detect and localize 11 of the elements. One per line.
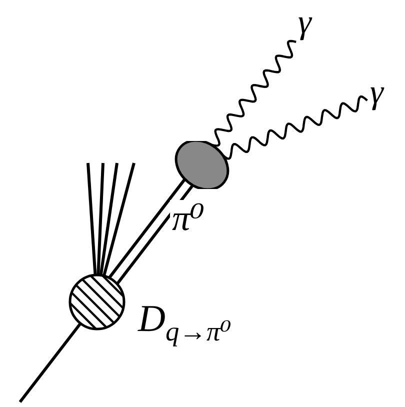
particle-line [86,162,97,276]
particle-line [99,162,118,276]
photon-label: γ [370,76,386,110]
particle-line [18,322,82,403]
particle-line [102,162,136,276]
photon-label: γ [298,6,314,40]
double-line [108,178,194,286]
particle-line [96,162,104,276]
wavy-line [211,40,296,147]
wavy-line [222,96,368,160]
fragmentation-label: D$_{q→π⁰}$ [138,300,232,346]
